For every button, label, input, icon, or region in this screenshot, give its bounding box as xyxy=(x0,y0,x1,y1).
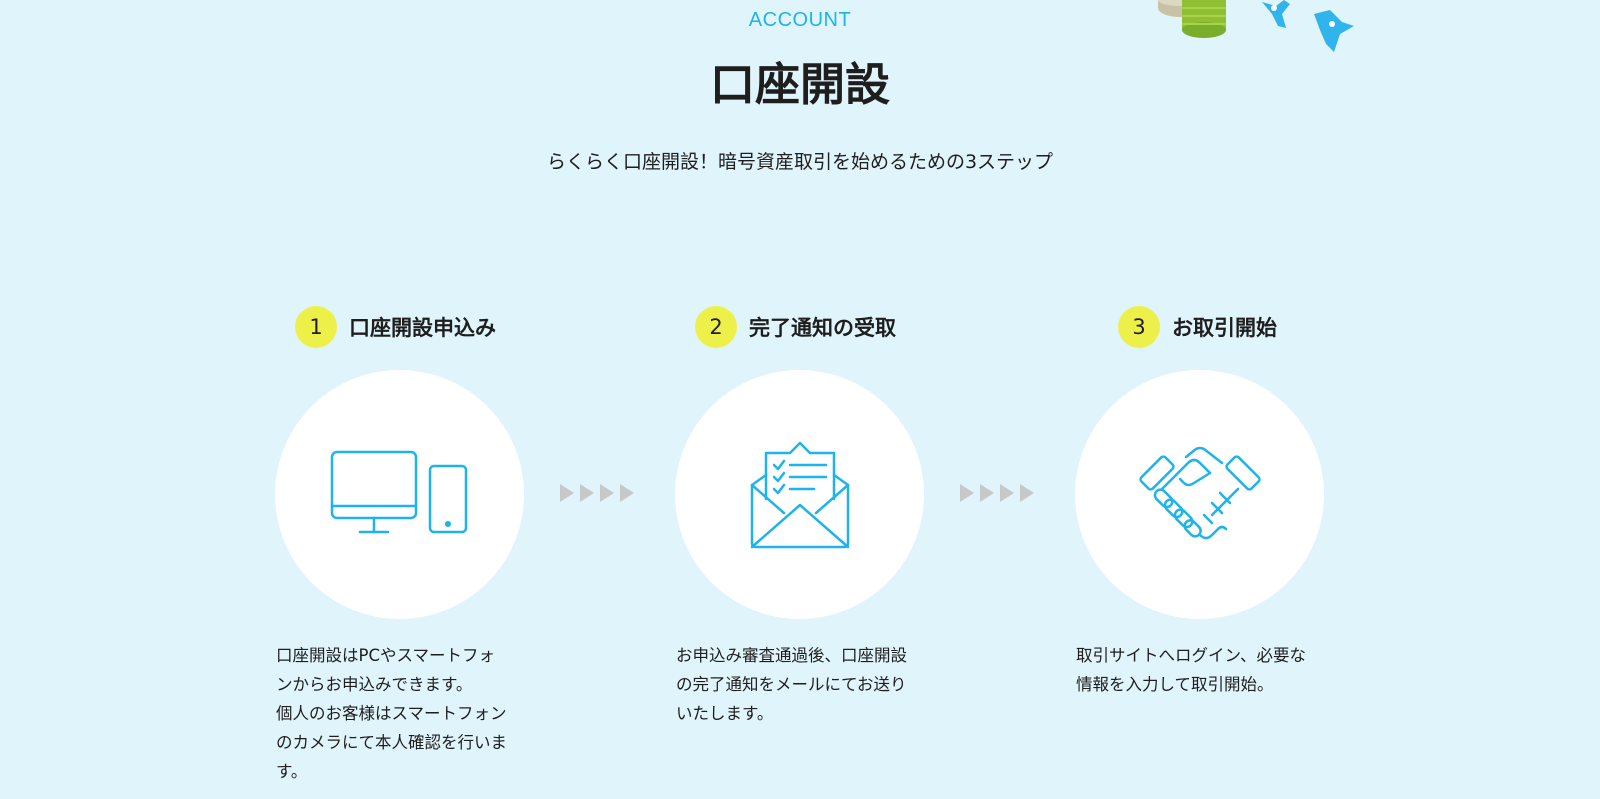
arrow-icon xyxy=(560,484,574,502)
arrow-icon xyxy=(980,484,994,502)
arrow-icon xyxy=(1020,484,1034,502)
arrow-icon xyxy=(600,484,614,502)
section-eyebrow: ACCOUNT xyxy=(748,9,852,31)
step-1-title: 口座開設申込み xyxy=(349,316,496,340)
step-arrows-2 xyxy=(960,484,1034,502)
step-3-number-badge: 3 xyxy=(1118,306,1160,348)
step-1-header: 1 口座開設申込み xyxy=(295,306,496,348)
step-3-header: 3 お取引開始 xyxy=(1118,306,1277,348)
step-2-number-badge: 2 xyxy=(695,306,737,348)
arrow-icon xyxy=(620,484,634,502)
arrow-icon xyxy=(1000,484,1014,502)
step-arrows-1 xyxy=(560,484,634,502)
arrow-icon xyxy=(960,484,974,502)
devices-icon xyxy=(330,450,467,533)
arrow-icon xyxy=(580,484,594,502)
step-3-icon-circle xyxy=(1075,370,1324,619)
step-2-description: お申込み審査通過後、口座開設 の完了通知をメールにてお送り いたします。 xyxy=(676,646,907,723)
step-2-header: 2 完了通知の受取 xyxy=(695,306,896,348)
coins-illustration-icon xyxy=(1158,0,1354,52)
step-3-title: お取引開始 xyxy=(1172,316,1277,340)
step-2-icon-circle xyxy=(675,370,924,619)
step-1-icon-circle xyxy=(275,370,524,619)
page-subtitle: らくらく口座開設！暗号資産取引を始めるための3ステップ xyxy=(546,151,1054,173)
step-1-number-badge: 1 xyxy=(295,306,337,348)
mail-checklist-icon xyxy=(750,441,849,548)
step-3-description: 取引サイトへログイン、必要な 情報を入力して取引開始。 xyxy=(1076,646,1307,694)
step-2-title: 完了通知の受取 xyxy=(749,316,896,340)
page-title: 口座開設 xyxy=(709,58,890,111)
step-1-description: 口座開設はPCやスマートフォ ンからお申込みできます。 個人のお客様はスマートフ… xyxy=(276,646,507,781)
handshake-icon xyxy=(1138,446,1261,539)
